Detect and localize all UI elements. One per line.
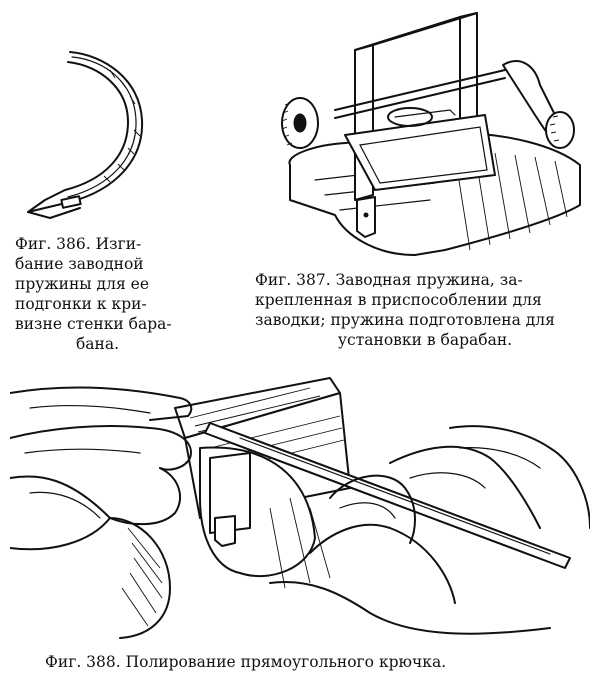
caption-line: Фиг. 388. Полирование прямоугольного крю… (45, 653, 447, 671)
caption-line: заводки; пружина подготовлена для (255, 311, 555, 329)
caption-line: пружины для ее (15, 275, 149, 293)
figure-388-caption: Фиг. 388. Полирование прямоугольного крю… (45, 652, 565, 672)
caption-line: крепленная в приспособлении для (255, 291, 542, 309)
figure-387-illustration (255, 5, 595, 267)
figure-386-caption: Фиг. 386. Изги- бание заводной пружины д… (15, 234, 180, 354)
figure-388-illustration (9, 368, 591, 640)
caption-line: визне стенки бара- (15, 315, 172, 333)
caption-line: подгонки к кри- (15, 295, 147, 313)
figure-387-caption: Фиг. 387. Заводная пружина, за- крепленн… (255, 270, 595, 350)
caption-line: установки в барабан. (337, 331, 513, 349)
caption-line: Фиг. 387. Заводная пружина, за- (255, 271, 523, 289)
caption-line: Фиг. 386. Изги- (15, 235, 142, 253)
figure-386-illustration (20, 40, 170, 230)
caption-line: бана. (75, 335, 120, 353)
caption-line: бание заводной (15, 255, 144, 273)
